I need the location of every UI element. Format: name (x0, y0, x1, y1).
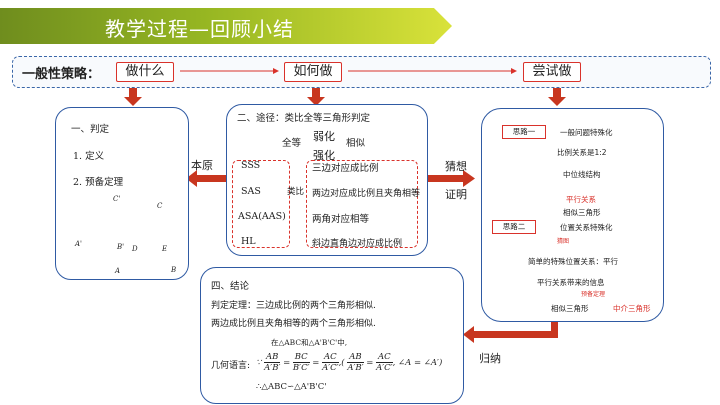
geometry-intro: 在△ABC和△A'B'C'中, (271, 338, 348, 347)
label-d: D (132, 245, 138, 253)
approach-heading: 二、途径：类比全等三角形判定 (237, 113, 371, 124)
label-e: E (162, 245, 168, 253)
process-step-3: 中位线结构 (563, 170, 601, 179)
label-b-prime: B' (117, 243, 125, 251)
congruence-criteria-box (232, 160, 290, 248)
label-c-prime: C' (113, 195, 121, 203)
judgement-heading: 一、判定 (71, 124, 110, 135)
label-a-prime: A' (75, 240, 82, 248)
panel-process (481, 108, 664, 322)
link-proof: 证明 (445, 188, 467, 201)
judgement-item-preliminary: 2. 预备定理 (73, 177, 124, 188)
geometry-language-label: 几何语言: (211, 361, 251, 371)
label-similar: 相似 (346, 138, 366, 149)
strategy-step-what: 做什么 (116, 62, 174, 82)
similar-criterion-1: 三边对应成比例 (312, 163, 379, 174)
process-step-2: 比例关系是1:2 (557, 148, 607, 157)
similarity-criteria-box (306, 160, 418, 248)
note-preliminary-theorem: 预备定理 (581, 291, 606, 298)
similar-criterion-2: 两边对应成比例且夹角相等 (312, 189, 421, 199)
criterion-sss: SSS (241, 160, 261, 171)
process-step-8: 平行关系带来的信息 (537, 278, 605, 287)
label-b: B (171, 266, 177, 274)
process-step-1: 一般问题特殊化 (560, 128, 613, 137)
note-intermediate-triangle: 中介三角形 (613, 304, 651, 313)
conclusion-statement-2: 两边成比例且夹角相等的两个三角形相似. (211, 319, 376, 329)
geometry-therefore: ∴△ABC∽△A'B'C' (256, 382, 327, 392)
title-banner (0, 8, 452, 44)
label-weaken: 弱化 (313, 130, 335, 143)
link-conjecture: 猜想 (445, 160, 467, 173)
idea-two-tag: 思路二 (492, 220, 536, 234)
label-c: C (157, 202, 163, 210)
panel-approach (226, 104, 428, 256)
label-congruent: 全等 (282, 138, 302, 149)
panel-judgement (55, 107, 189, 280)
criterion-sas: SAS (241, 186, 261, 197)
process-step-9: 相似三角形 (551, 304, 589, 313)
idea-one-tag: 思路一 (502, 125, 546, 139)
similar-criterion-3: 两角对应相等 (312, 214, 370, 225)
judgement-item-definition: 1. 定义 (73, 151, 105, 162)
slide-title: 教学过程—回顾小结 (105, 17, 294, 41)
panel-conclusion (200, 267, 464, 404)
strategy-label: 一般性策略： (22, 67, 101, 82)
strategy-step-try: 尝试做 (523, 62, 581, 82)
link-induction: 归纳 (479, 352, 501, 365)
strategy-step-how: 如何做 (284, 62, 342, 82)
process-step-7: 简单的特殊位置关系：平行 (528, 257, 618, 266)
label-strengthen: 强化 (313, 149, 335, 162)
conclusion-statement-1: 判定定理：三边成比例的两个三角形相似. (211, 301, 376, 311)
link-origin: 本原 (191, 159, 213, 172)
conclusion-heading: 四、结论 (211, 281, 250, 292)
criterion-asa: ASA(AAS) (238, 211, 286, 222)
process-step-6: 位置关系特殊化 (560, 223, 613, 232)
process-step-5: 相似三角形 (563, 208, 601, 217)
label-a: A (115, 267, 121, 275)
label-analogy: 类比 (287, 187, 305, 197)
note-guess-figure: 猜图 (557, 238, 570, 245)
similar-criterion-4: 斜边直角边对应成比例 (312, 239, 403, 249)
criterion-hl: HL (241, 236, 256, 247)
process-step-4: 平行关系 (566, 195, 596, 204)
